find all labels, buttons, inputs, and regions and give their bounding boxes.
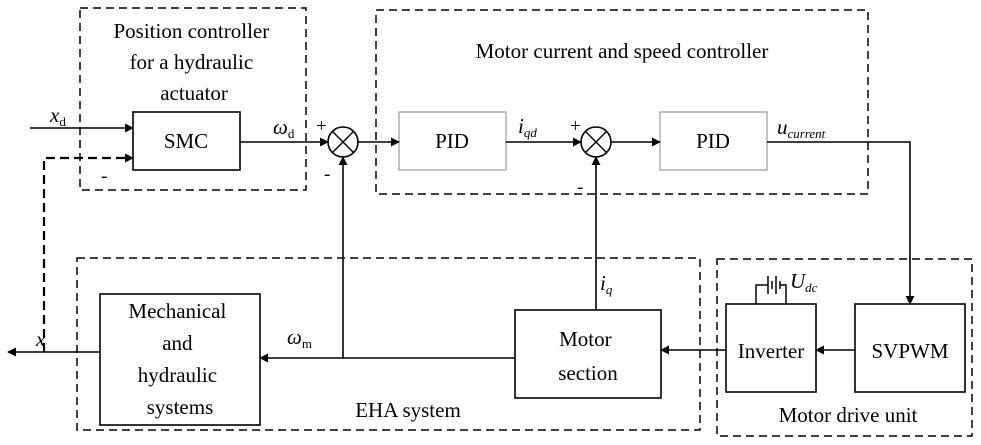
- x-output-label: x: [35, 327, 46, 351]
- eha-system-group: [76, 257, 701, 431]
- smc-feedback-minus-sign: -: [101, 166, 107, 187]
- omega-d-label: ωd: [273, 115, 295, 141]
- sum1-minus-sign: -: [324, 164, 330, 185]
- pid-speed-label: PID: [435, 129, 469, 153]
- position-controller-group: [79, 7, 307, 191]
- motor-controller-title: Motor current and speed controller: [476, 39, 769, 63]
- inverter-label: Inverter: [738, 339, 804, 363]
- dc-source-icon: [755, 276, 787, 304]
- summing-junction-1: [327, 126, 359, 158]
- xd-label: xd: [49, 103, 66, 129]
- x-feedback-dashed-arrow: [42, 153, 134, 352]
- position-controller-title: Position controller for a hydraulic actu…: [114, 19, 275, 105]
- smc-block: [132, 111, 241, 171]
- svpwm-block: [854, 303, 966, 393]
- iq-label: iq: [600, 271, 613, 297]
- mechanical-hydraulic-label: Mechanical and hydraulic systems: [128, 299, 231, 419]
- motor-drive-title: Motor drive unit: [779, 403, 918, 427]
- smc-label: SMC: [164, 129, 208, 153]
- inverter-block: [725, 303, 817, 393]
- pid-speed-block: [398, 111, 507, 171]
- svpwm-label: SVPWM: [871, 339, 948, 363]
- eha-system-title: EHA system: [355, 398, 461, 422]
- pid-current-label: PID: [696, 129, 730, 153]
- summing-junction-2: [580, 126, 612, 158]
- iqd-label: iqd: [518, 114, 537, 140]
- sum2-plus-sign: +: [570, 116, 581, 137]
- sum1-plus-sign: +: [316, 116, 327, 137]
- sum2-minus-sign: -: [577, 177, 583, 198]
- mechanical-hydraulic-block: [99, 293, 261, 426]
- motor-section-label: Motor section: [558, 327, 618, 385]
- motor-drive-group: [716, 258, 973, 437]
- ucurrent-label: ucurrent: [777, 115, 826, 141]
- udc-label: Udc: [790, 269, 818, 295]
- ucurrent-arrow: [767, 141, 915, 305]
- omega-m-label: ωm: [287, 325, 312, 351]
